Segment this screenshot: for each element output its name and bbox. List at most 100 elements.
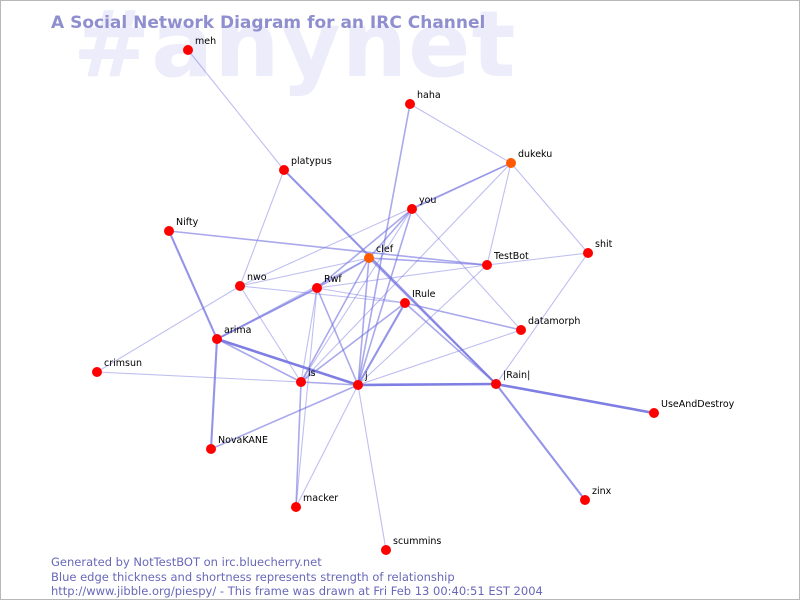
edge-clef-j xyxy=(357,257,370,386)
edge-nwo-crimsun xyxy=(96,285,241,373)
edge-irule-is xyxy=(300,302,406,383)
node-label: j xyxy=(364,371,368,382)
node-dot xyxy=(506,158,516,168)
node-label: crimsun xyxy=(104,358,142,369)
node-label: meh xyxy=(195,36,216,47)
node-irule: IRule xyxy=(400,289,436,308)
node-dot xyxy=(92,367,102,377)
node-label: nwo xyxy=(247,272,267,283)
node-label: IRule xyxy=(412,289,436,300)
node-scummins: scummins xyxy=(381,536,441,555)
node-macker: macker xyxy=(291,493,338,512)
edge-datamorph-j xyxy=(357,329,522,386)
edge-dukeku-testbot xyxy=(486,162,512,266)
node-dot xyxy=(235,281,245,291)
node-datamorph: datamorph xyxy=(516,316,580,335)
node-dot xyxy=(491,379,501,389)
node-label: haha xyxy=(417,90,441,101)
node-label: Rwf xyxy=(324,274,342,285)
edge-irule-j xyxy=(356,301,407,387)
edge-nifty-testbot xyxy=(168,230,488,266)
node-novakane: NovaKANE xyxy=(206,435,268,454)
node-clef: clef xyxy=(364,244,394,263)
edge-irule-rain xyxy=(404,302,497,385)
edge-rwf-macker xyxy=(295,287,318,508)
diagram-title: A Social Network Diagram for an IRC Chan… xyxy=(51,13,486,33)
node-label: is xyxy=(308,368,316,379)
node-is: is xyxy=(296,368,316,387)
edge-meh-platypus xyxy=(187,49,285,171)
edge-clef-is xyxy=(300,257,370,383)
node-dot xyxy=(296,377,306,387)
node-dot xyxy=(291,502,301,512)
edge-testbot-j xyxy=(357,264,488,386)
node-platypus: platypus xyxy=(279,156,332,175)
edge-is-j xyxy=(300,381,359,386)
edge-you-datamorph xyxy=(411,208,522,331)
edge-nwo-is xyxy=(239,285,302,383)
node-dot xyxy=(312,283,322,293)
node-rwf: Rwf xyxy=(312,274,342,293)
edge-dukeku-nwo xyxy=(239,162,512,287)
edge-shit-testbot xyxy=(486,252,589,266)
edge-j-macker xyxy=(295,384,359,508)
edge-clef-rain xyxy=(368,257,497,385)
edge-rwf-j xyxy=(316,287,359,386)
edge-haha-j xyxy=(357,103,411,386)
edge-arima-novakane xyxy=(209,337,219,451)
node-dot xyxy=(516,325,526,335)
edge-testbot-rwf xyxy=(316,264,488,289)
node-dot xyxy=(206,444,216,454)
node-label: dukeku xyxy=(518,149,552,160)
node-label: macker xyxy=(303,493,338,504)
node-label: Nifty xyxy=(176,217,199,228)
edge-clef-testbot xyxy=(368,257,488,266)
node-label: you xyxy=(419,195,436,206)
node-dot xyxy=(164,226,174,236)
edge-dukeku-is xyxy=(300,162,512,383)
node-dot xyxy=(482,260,492,270)
node-label: clef xyxy=(376,244,394,255)
edge-clef-rwf xyxy=(316,257,370,289)
node-dot xyxy=(580,495,590,505)
channel-watermark: #anynet xyxy=(73,0,517,98)
node-dot xyxy=(405,99,415,109)
node-dot xyxy=(407,204,417,214)
node-meh: meh xyxy=(183,36,216,55)
node-dot xyxy=(279,165,289,175)
edge-layer xyxy=(96,49,656,551)
node-nifty: Nifty xyxy=(164,217,199,236)
edge-rwf-arima xyxy=(215,286,319,341)
edge-nifty-arima xyxy=(167,229,219,341)
edge-nwo-irule xyxy=(239,285,406,304)
edge-arima-is xyxy=(216,338,302,383)
node-dot xyxy=(583,248,593,258)
footer-legend-line: Blue edge thickness and shortness repres… xyxy=(51,569,455,584)
node-dot xyxy=(364,253,374,263)
node-nwo: nwo xyxy=(235,272,267,291)
node-dot xyxy=(381,545,391,555)
edge-rain-useanddestroy xyxy=(494,382,656,415)
node-zinx: zinx xyxy=(580,486,612,505)
edge-platypus-nwo xyxy=(239,169,285,287)
node-dot xyxy=(400,298,410,308)
edge-crimsun-is xyxy=(96,371,302,383)
edge-clef-nwo xyxy=(239,257,370,287)
edge-you-j xyxy=(357,208,413,386)
edge-rwf-irule xyxy=(316,287,406,304)
edge-j-novakane xyxy=(210,384,359,450)
node-label: TestBot xyxy=(493,251,529,262)
node-crimsun: crimsun xyxy=(92,358,142,377)
node-useanddestroy: UseAndDestroy xyxy=(649,399,735,418)
edge-j-scummins xyxy=(357,384,387,551)
footer-generator-line: Generated by NotTestBOT on irc.bluecherr… xyxy=(51,555,322,569)
edge-you-is xyxy=(300,208,413,383)
node-label: arima xyxy=(224,325,251,336)
node-rain: |Rain| xyxy=(491,370,530,389)
edge-j-rain xyxy=(356,382,498,387)
edge-is-macker xyxy=(295,381,302,508)
node-testbot: TestBot xyxy=(482,251,529,270)
edge-irule-datamorph xyxy=(404,302,522,331)
edge-arima-j xyxy=(215,337,360,387)
